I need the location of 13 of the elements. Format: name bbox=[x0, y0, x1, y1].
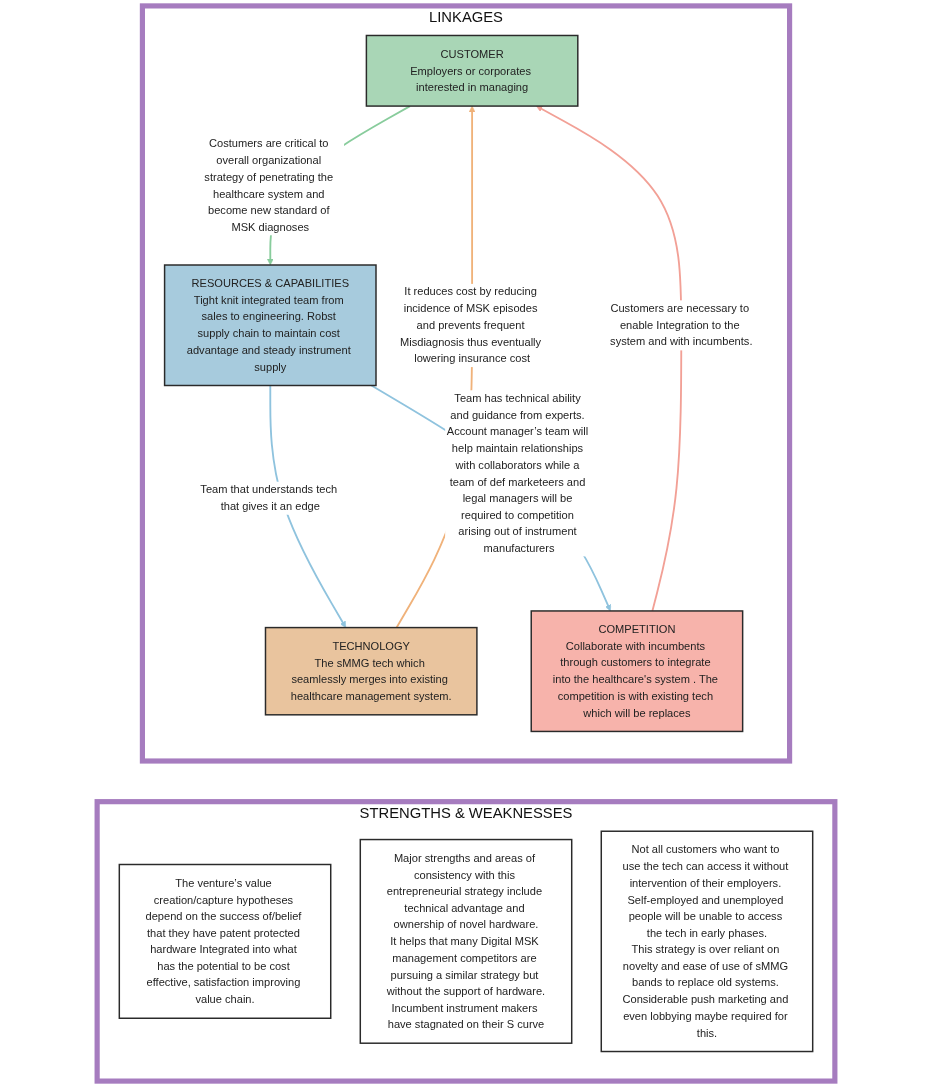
edge-label: Costumers are critical to overall organizational strategy of penetrating the healthcare system and become new standard of MSK diagnoses bbox=[204, 137, 334, 233]
edge-label: Team that understands tech that gives it an edge bbox=[200, 483, 338, 513]
node-box: CUSTOMER Employers or corporates interested in managing bbox=[365, 34, 579, 107]
node-box: Not all customers who want to use the tech can access it without intervention of their employers. Self-employed and unemployed people will be unable to access the tech in early phases. This strategy is over reliant on novelty and ease of use of sMMG bands to replace old systems. Considerable push marketing and even lobbying maybe required for this. bbox=[600, 830, 814, 1053]
edge-label: Customers are necessary to enable Integration to the system and with incumbents. bbox=[610, 301, 753, 348]
node-box: COMPETITION Collaborate with incumbents through customers to integrate into the healthcare's system . The competition is with existing tech which will be replaces bbox=[530, 610, 744, 733]
node-box: RESOURCES & CAPABILITIES Tight knit integrated team from sales to engineering. Robst supply chain to maintain cost advantage and steady instrument supply bbox=[163, 264, 377, 387]
node-box: TECHNOLOGY The sMMG tech which seamlessly merges into existing healthcare management system. bbox=[264, 626, 478, 716]
node-box: Major strengths and areas of consistency with this entrepreneurial strategy include technical advantage and ownership of novel hardware. It helps that many Digital MSK management competitors are pursuing a similar strategy but without the support of hardware. Incumbent instrument makers have stagnated on their S curve bbox=[359, 838, 573, 1044]
edge-label: It reduces cost by reducing incidence of MSK episodes and prevents frequent Misdiagnosis thus eventually lowering insurance cost bbox=[399, 285, 542, 365]
edge-label: Team has technical ability and guidance from experts. Account manager’s team will help maintain relationships with collaborators while a team of def marketeers and legal managers will be required to competition arising out of instrument manufacturers bbox=[446, 391, 589, 554]
arrow bbox=[536, 105, 683, 612]
node-box: The venture’s value creation/capture hypotheses depend on the success of/belief that they have patent protected hardware Integrated into what has the potential to be cost effective, satisfaction improving value chain. bbox=[118, 863, 332, 1019]
